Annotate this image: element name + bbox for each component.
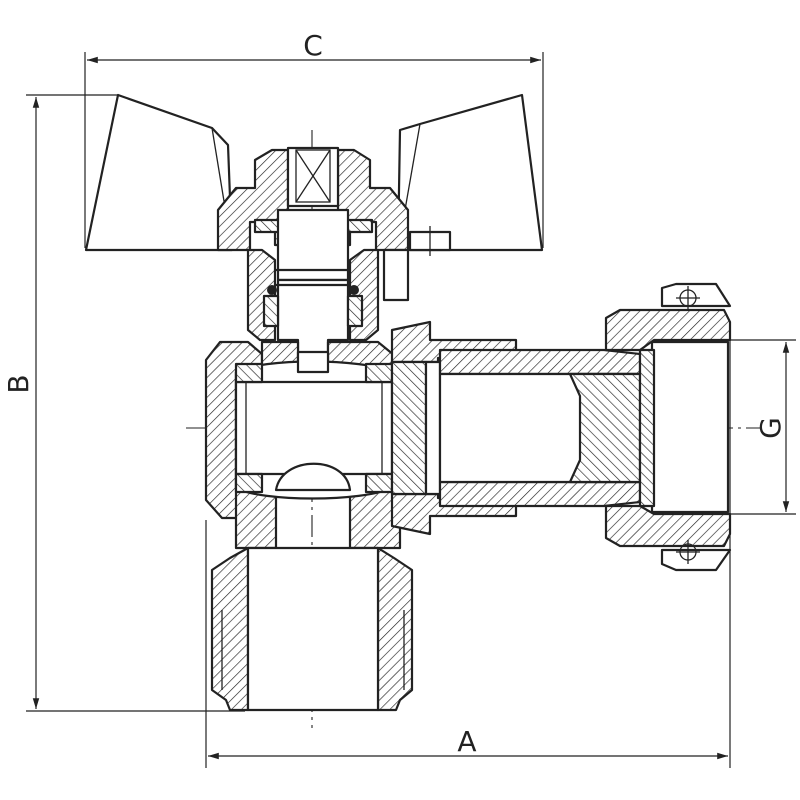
union-nut	[604, 282, 732, 572]
dimension-label-a: A	[457, 725, 476, 758]
ball	[234, 350, 394, 500]
stop-pin	[382, 226, 452, 302]
butterfly-handle	[84, 93, 544, 252]
bottom-male-outlet	[210, 546, 414, 712]
dimension-c: C	[84, 29, 544, 248]
side-tailpiece	[390, 320, 642, 536]
dimension-label-b: B	[2, 374, 35, 393]
stem-bonnet	[246, 208, 380, 372]
dimension-g: G	[700, 339, 796, 515]
handle-hub	[216, 146, 410, 252]
dimension-a: A	[205, 340, 731, 768]
dimension-b: B	[2, 94, 245, 712]
dimension-label-g: G	[754, 417, 787, 439]
dimension-label-c: C	[303, 29, 323, 62]
